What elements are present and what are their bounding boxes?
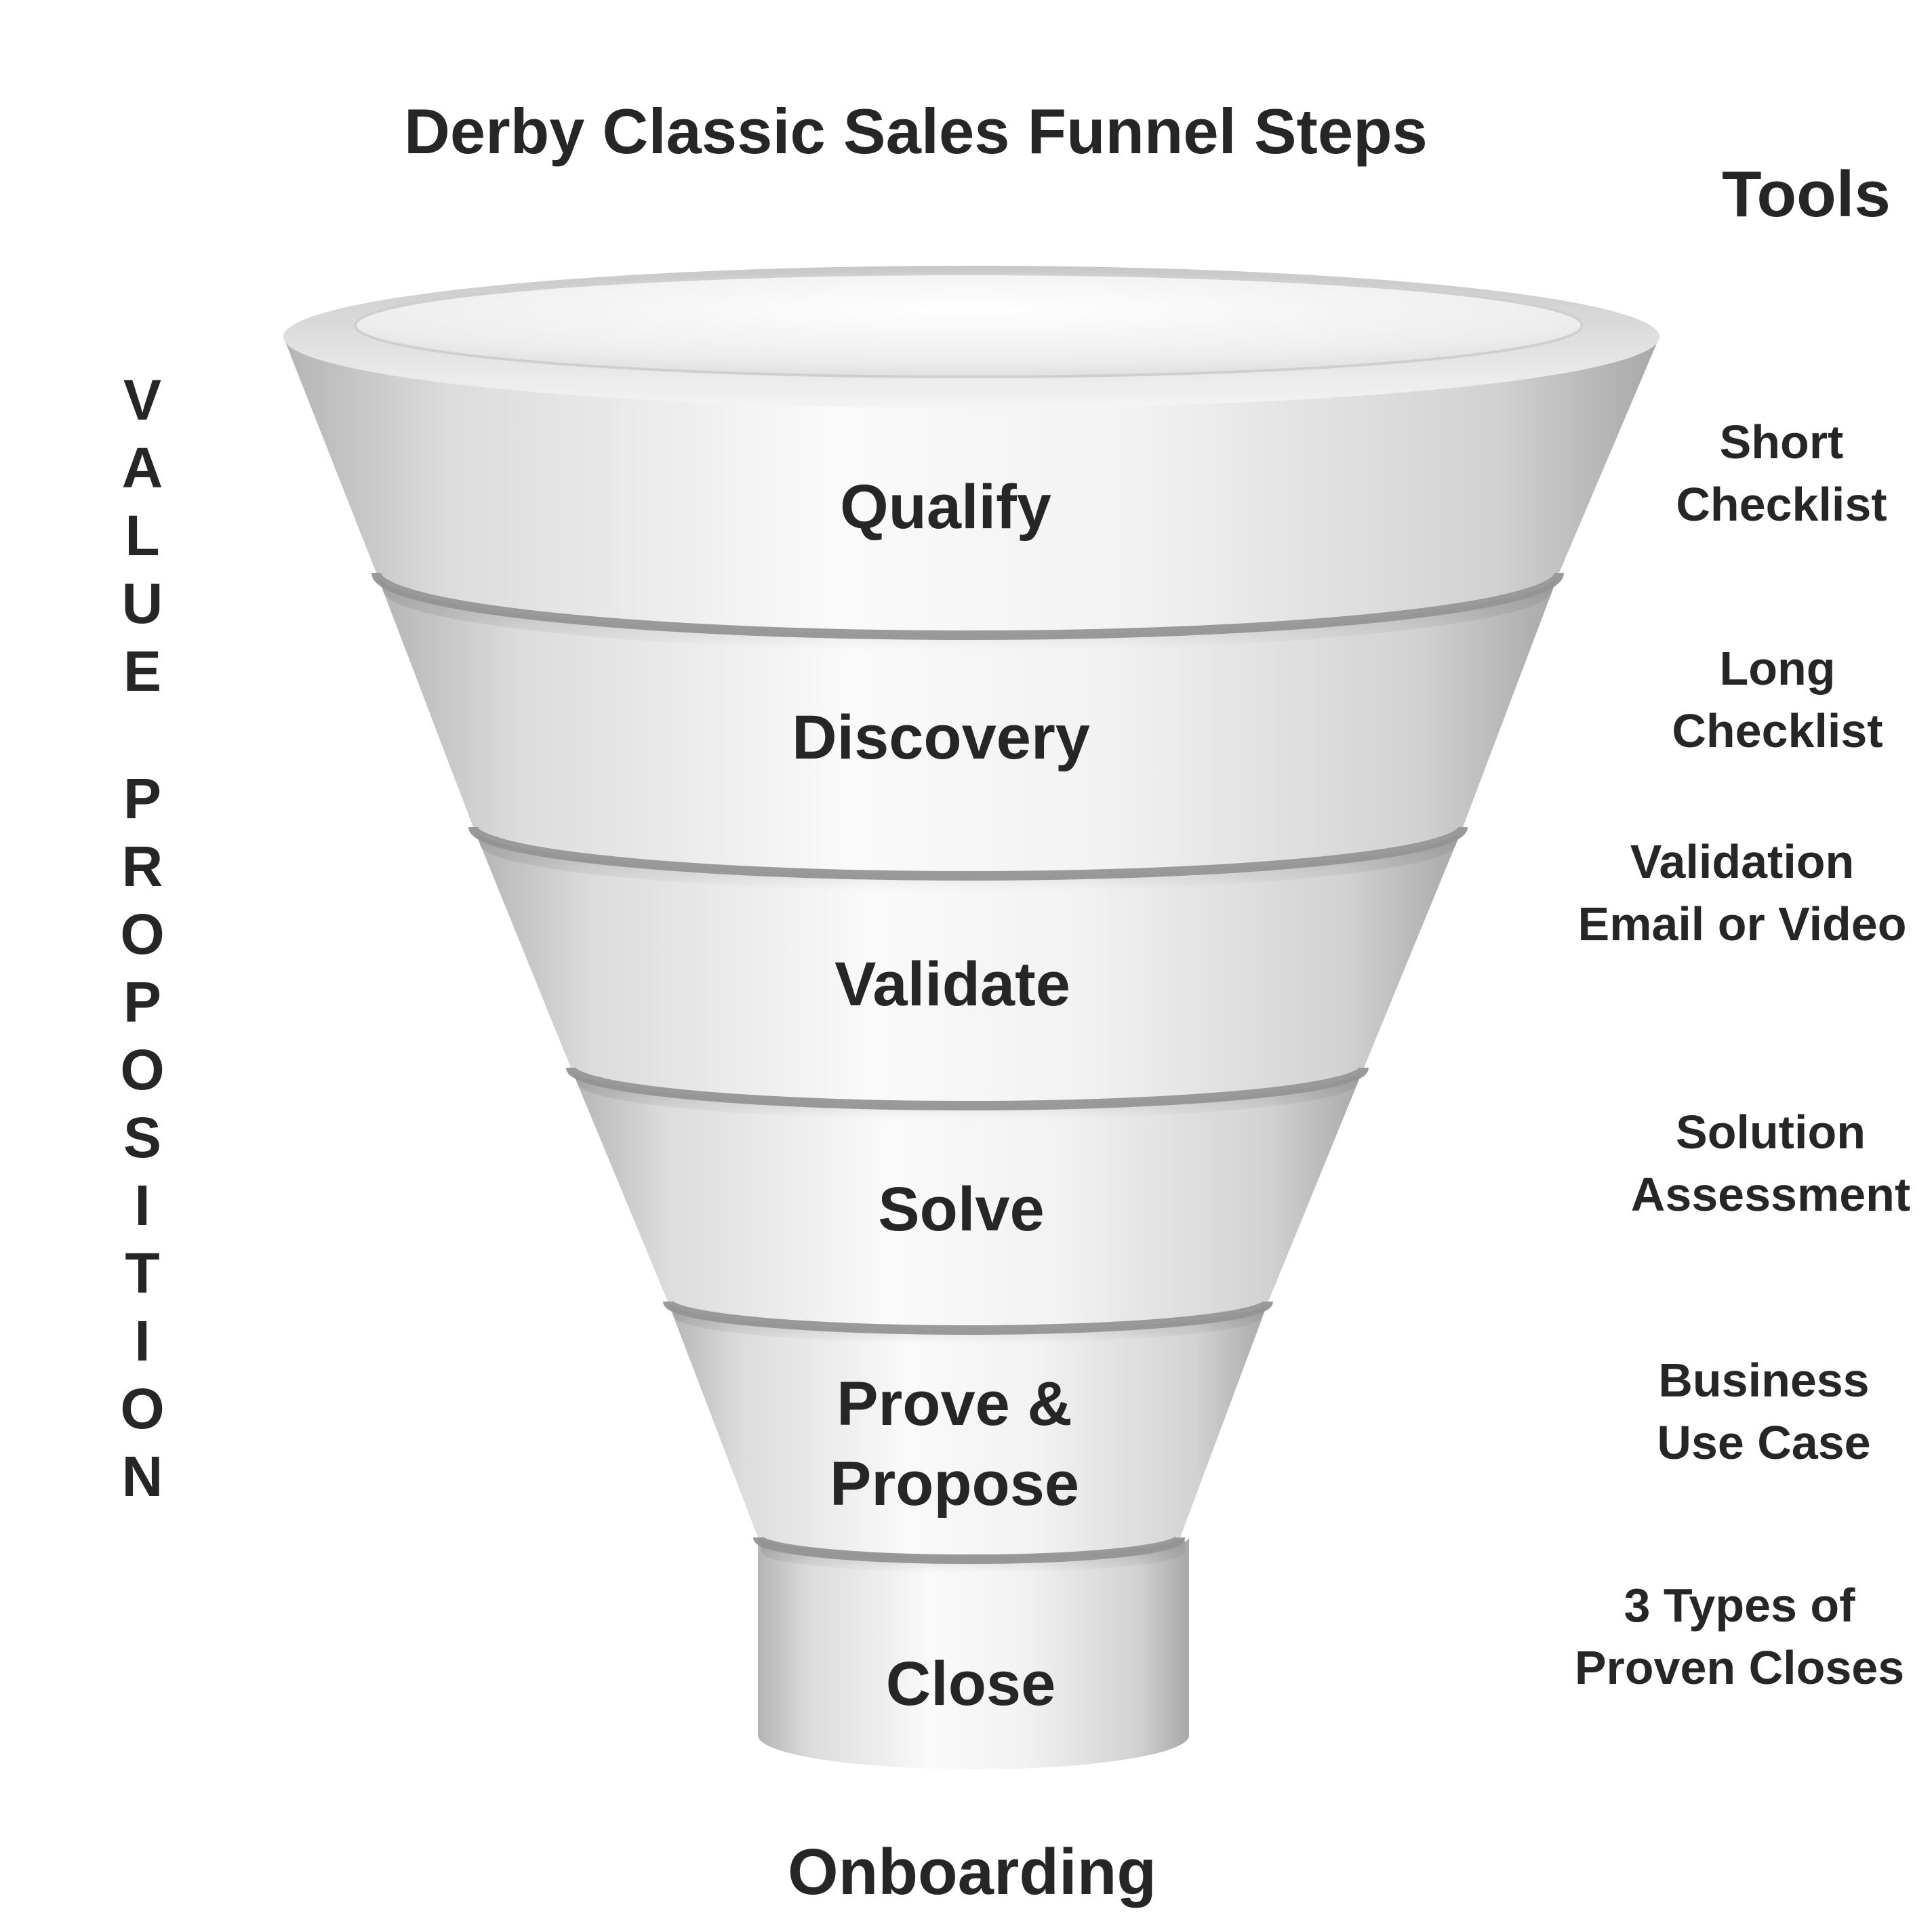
stage-label: Propose — [829, 1449, 1080, 1518]
side-letter: V — [123, 368, 162, 432]
tool-close: 3 Types of Proven Closes — [1523, 1574, 1932, 1699]
stage-prove-propose: Prove & Propose — [683, 1364, 1226, 1524]
side-letter: E — [123, 639, 162, 703]
funnel-band-solve — [571, 1068, 1364, 1330]
tool-label: Checklist — [1672, 704, 1883, 757]
tool-label: Use Case — [1657, 1416, 1871, 1469]
stage-solve: Solve — [690, 1169, 1232, 1249]
stage-label: Solve — [878, 1175, 1045, 1244]
funnel-band-qualify — [283, 337, 1659, 636]
side-letter: O — [120, 1377, 165, 1441]
side-letter: L — [125, 504, 160, 567]
side-letter: P — [123, 970, 162, 1034]
stage-label: Validate — [834, 950, 1070, 1019]
side-letter: O — [120, 1038, 165, 1102]
stage-qualify: Qualify — [675, 467, 1217, 547]
funnel-band-validate — [473, 827, 1463, 1106]
tool-qualify: Short Checklist — [1565, 411, 1932, 536]
tool-solve: Solution Assessment — [1554, 1101, 1932, 1226]
value-proposition-label: V A L U E P R O P O S I T I O N — [102, 366, 183, 1510]
tool-label: Short — [1719, 416, 1844, 468]
side-letter: N — [121, 1445, 163, 1508]
side-letter: S — [123, 1106, 162, 1169]
stage-label: Close — [885, 1649, 1056, 1718]
tool-label: Email or Video — [1577, 898, 1907, 950]
side-letter: A — [121, 436, 163, 500]
side-letter: I — [134, 1309, 150, 1373]
tool-label: Assessment — [1630, 1168, 1911, 1221]
stage-label: Qualify — [840, 472, 1051, 542]
onboarding-label: Onboarding — [788, 1836, 1156, 1908]
stage-label: Prove & — [837, 1369, 1072, 1438]
tool-label: Validation — [1630, 835, 1855, 888]
tool-label: 3 Types of — [1624, 1579, 1855, 1632]
side-letter: I — [134, 1173, 150, 1237]
tools-heading: Tools — [1722, 158, 1891, 230]
tool-label: Proven Closes — [1574, 1641, 1905, 1694]
stage-validate: Validate — [681, 944, 1224, 1024]
tool-discovery: Long Checklist — [1561, 637, 1932, 762]
stage-close: Close — [700, 1644, 1242, 1724]
side-letter: R — [121, 834, 163, 898]
tool-label: Business — [1658, 1354, 1870, 1407]
funnel-band-prove-propose — [668, 1302, 1268, 1560]
tool-label: Solution — [1676, 1106, 1866, 1159]
tool-label: Long — [1719, 642, 1836, 695]
funnel-opening — [355, 274, 1582, 377]
side-letter: U — [121, 571, 163, 635]
tool-prove-propose: Business Use Case — [1547, 1349, 1932, 1474]
funnel-band-close — [758, 1537, 1189, 1769]
side-letter: T — [125, 1241, 160, 1305]
tool-label: Checklist — [1676, 478, 1887, 531]
stage-label: Discovery — [792, 703, 1090, 772]
funnel-band-discovery — [376, 573, 1559, 876]
page-title: Derby Classic Sales Funnel Steps — [404, 96, 1428, 167]
side-letter: O — [120, 902, 165, 966]
tool-validate: Validation Email or Video — [1525, 830, 1932, 955]
stage-discovery: Discovery — [670, 698, 1212, 778]
side-letter: P — [123, 767, 162, 830]
